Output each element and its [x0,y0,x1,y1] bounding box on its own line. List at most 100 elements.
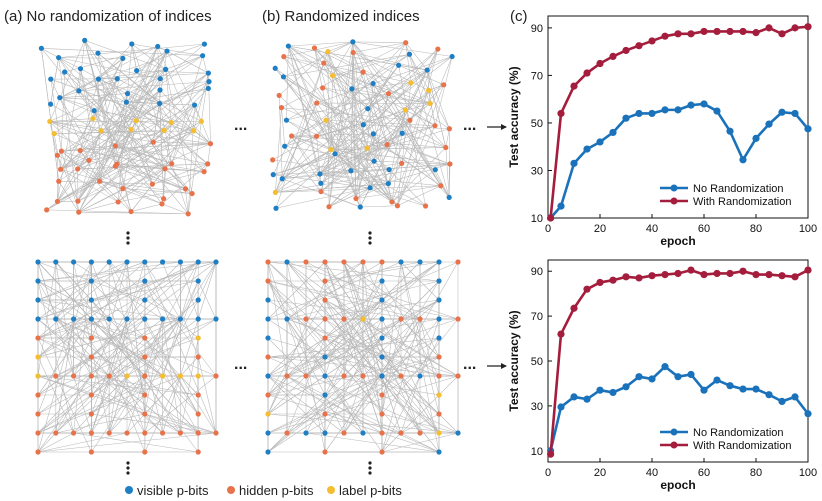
legend-with-randomization: With Randomization [693,440,791,452]
network-edge [60,130,165,170]
network-edge [283,41,353,78]
data-point [687,30,695,38]
hidden-pbit [205,161,211,167]
hidden-pbit [142,354,148,360]
hidden-pbit [399,160,405,166]
network-edge [41,48,203,56]
visible-pbit [35,297,41,303]
data-point [739,267,747,275]
hidden-pbit [265,354,271,360]
data-point [661,363,669,371]
visible-pbit [455,430,461,436]
network-edge [305,280,383,377]
hidden-pbit [177,430,183,436]
network-edge [372,83,388,145]
network-edge [161,163,208,205]
y-axis-label: Test accuracy (%) [507,66,521,167]
network-edge [286,375,383,434]
hidden-pbit [303,259,309,265]
hidden-pbit [56,178,62,184]
network-edge [330,149,450,165]
network-edge [288,41,353,47]
hidden-pbit [128,208,134,215]
network-edge [352,52,361,208]
hidden-pbit [379,430,385,436]
network-edge [330,133,374,150]
network-edge [397,125,436,206]
visible-pbit [322,373,328,379]
network-edge [108,375,146,434]
network-edge [397,48,439,206]
network-edges [267,261,459,453]
chart-legend: No Randomization With Randomization [660,427,791,452]
network-edge [267,280,459,320]
network-edge [267,280,421,320]
visible-pbit [201,41,208,47]
data-point [674,373,682,381]
visible-pbit [95,50,101,56]
network-edge [283,56,431,104]
network-edge [426,69,447,148]
network-edge [282,163,402,180]
data-point [596,138,604,146]
visible-pbit [446,194,452,200]
hidden-pbit [195,449,201,455]
vertical-ellipsis-b-bottom [368,461,372,475]
network-edge [325,119,451,165]
x-tick-label: 0 [545,223,551,235]
visible-pbit [279,176,285,182]
visible-pbit [129,41,135,47]
network-edge [366,83,374,149]
data-point [609,276,617,284]
network-edge [363,48,439,125]
network-edge [126,88,209,103]
hidden-pbit [195,392,201,398]
network-edge [267,356,440,434]
network-edge [73,432,199,453]
data-point [648,109,656,118]
network-edge [284,146,322,192]
visible-pbit [62,69,68,75]
network-edge [373,133,451,165]
network-edge [187,105,195,214]
x-tick-label: 100 [799,467,817,479]
network-edge [330,75,333,150]
data-point [635,109,643,118]
hidden-pbit [303,316,309,322]
data-point [713,269,721,278]
visible-pbit [436,278,442,284]
visible-pbit [157,100,163,107]
network-edge [275,163,451,193]
hidden-pbit [441,82,447,88]
hidden-pbit [422,203,429,209]
hidden-pbit [142,449,148,455]
network-edge [352,41,371,188]
network-edge [352,41,446,148]
arrow-top [487,124,507,130]
network-edge [343,261,440,358]
network-edge [144,394,199,434]
hidden-pbit [142,430,148,436]
visible-pbit [160,259,166,265]
hidden-pbit [385,91,392,97]
network-edge [136,120,194,132]
data-point [700,27,708,36]
hidden-pbit [150,139,156,145]
data-point [583,395,591,403]
visible-pbit [436,316,442,322]
ellipsis-a-top: ... [234,117,247,134]
data-point [596,59,604,68]
network-edge [99,180,193,194]
panel-b-label: (b) Randomized indices [262,8,420,25]
network-edge [283,56,336,154]
hidden-pbit [436,354,442,360]
data-point [661,106,669,114]
visible-pbit [370,80,376,87]
hidden-pbit [88,335,94,341]
network-edge [362,72,393,203]
network-edge [37,299,199,434]
network-nodes [38,37,214,217]
visible-pbit [303,430,309,436]
hidden-pbit [58,148,65,154]
